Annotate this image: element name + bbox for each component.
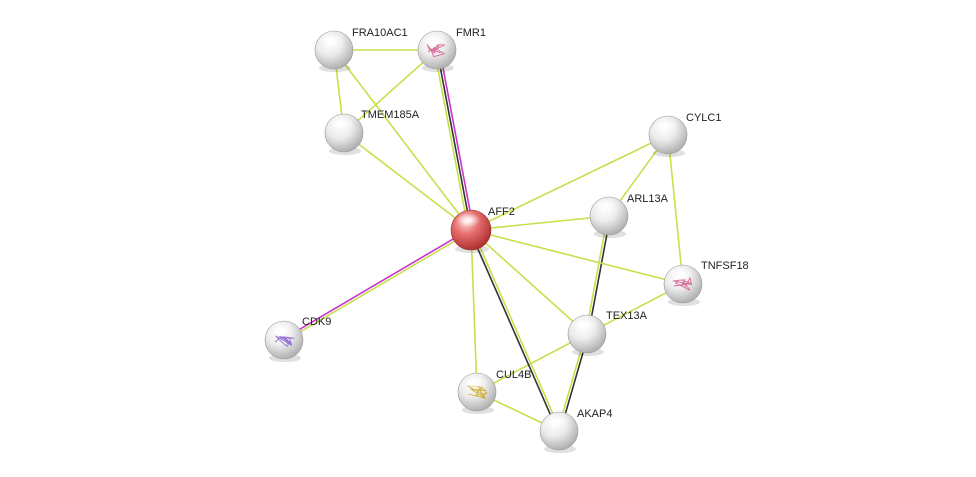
edge-line-textmining	[471, 228, 561, 432]
node-highlight	[669, 267, 693, 282]
edge-line-textmining	[343, 132, 472, 231]
edge-cdk9-aff2	[282, 228, 473, 342]
node-label-cylc1: CYLC1	[686, 112, 721, 124]
edge-line-experimental	[282, 228, 472, 340]
node-cylc1[interactable]: CYLC1	[648, 112, 721, 157]
edge-cul4b-aff2	[470, 229, 478, 393]
edge-tnfsf18-aff2	[470, 229, 684, 285]
edge-fmr1-aff2	[433, 48, 475, 232]
node-label-tnfsf18: TNFSF18	[701, 260, 749, 272]
node-cdk9[interactable]: CDK9	[264, 316, 331, 362]
edge-tex13a-aff2	[470, 229, 588, 335]
edge-line-textmining	[584, 214, 609, 335]
node-label-aff2: AFF2	[488, 206, 515, 218]
edge-arl13a-aff2	[470, 215, 610, 231]
edge-tmem185a-aff2	[343, 132, 472, 231]
node-label-tex13a: TEX13A	[606, 310, 648, 322]
node-highlight	[320, 33, 344, 48]
node-highlight	[463, 375, 487, 390]
node-label-cul4b: CUL4B	[496, 369, 531, 381]
edge-line-textmining	[333, 49, 472, 231]
node-arl13a[interactable]: ARL13A	[589, 193, 669, 238]
edge-line-experimental	[438, 48, 475, 231]
edge-akap4-aff2	[469, 228, 561, 433]
edge-line-textmining	[283, 230, 473, 342]
node-tnfsf18[interactable]: TNFSF18	[663, 260, 749, 306]
edge-line-textmining	[470, 229, 684, 285]
edge-line-textmining	[476, 333, 588, 393]
node-highlight	[456, 212, 481, 228]
edge-line-coexpression	[587, 215, 612, 336]
node-aff2[interactable]: AFF2	[450, 206, 515, 253]
purple-structure-icon	[274, 335, 295, 347]
edge-line-coexpression	[436, 49, 472, 231]
edge-cylc1-tnfsf18	[667, 134, 684, 285]
node-fmr1[interactable]: FMR1	[417, 27, 486, 72]
node-highlight	[545, 414, 569, 429]
node-akap4[interactable]: AKAP4	[539, 408, 612, 453]
node-label-cdk9: CDK9	[302, 316, 331, 328]
edge-line-coexpression	[469, 229, 559, 433]
edge-line-textmining	[470, 229, 588, 335]
node-highlight	[654, 118, 678, 133]
node-highlight	[270, 323, 294, 338]
node-highlight	[330, 116, 354, 131]
node-label-fmr1: FMR1	[456, 27, 486, 39]
node-label-tmem185a: TMEM185A	[361, 109, 420, 121]
edge-line-textmining	[470, 215, 610, 231]
edge-tex13a-cul4b	[476, 333, 588, 393]
node-highlight	[573, 317, 597, 332]
node-tex13a[interactable]: TEX13A	[567, 310, 648, 356]
node-highlight	[595, 199, 619, 214]
node-cul4b[interactable]: CUL4B	[457, 369, 531, 414]
pink-structure-icon	[426, 43, 446, 58]
edge-arl13a-tex13a	[584, 214, 612, 336]
edge-line-textmining	[433, 49, 470, 232]
node-label-akap4: AKAP4	[577, 408, 612, 420]
node-label-fra10ac1: FRA10AC1	[352, 27, 408, 39]
edge-line-textmining	[470, 134, 669, 231]
node-highlight	[423, 33, 447, 48]
edge-fra10ac1-aff2	[333, 49, 472, 231]
edge-line-textmining	[343, 49, 438, 134]
node-label-arl13a: ARL13A	[627, 193, 669, 205]
edge-line-textmining	[667, 134, 684, 285]
edge-line-textmining	[470, 229, 478, 393]
node-fra10ac1[interactable]: FRA10AC1	[314, 27, 408, 72]
node-tmem185a[interactable]: TMEM185A	[324, 109, 420, 155]
edge-fmr1-tmem185a	[343, 49, 438, 134]
edge-layer	[282, 48, 684, 433]
edge-cylc1-aff2	[470, 134, 669, 231]
